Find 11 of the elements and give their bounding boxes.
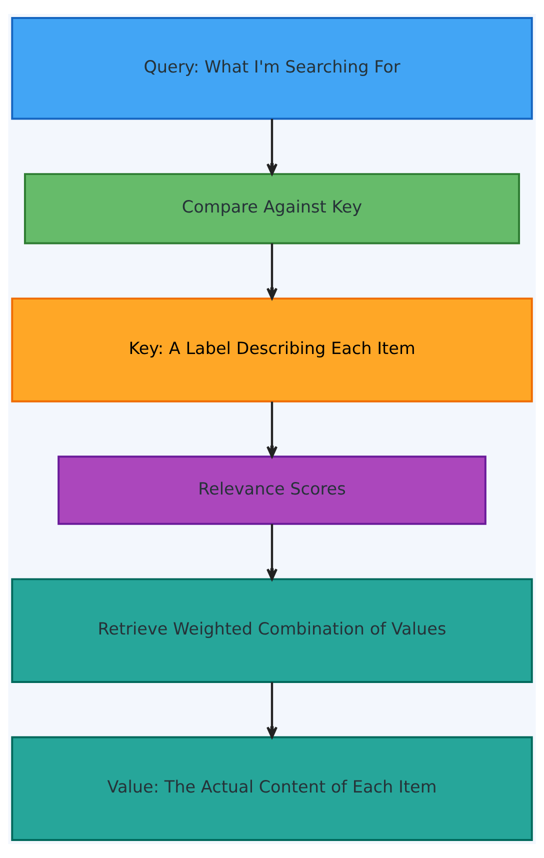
- node-box: Query: What I'm Searching For: [11, 16, 533, 120]
- node-box: Value: The Actual Content of Each Item: [11, 736, 533, 842]
- node-box: Compare Against Key: [24, 173, 520, 244]
- node-box: Relevance Scores: [58, 456, 486, 525]
- arrow: [266, 243, 278, 300]
- arrow: [266, 402, 278, 458]
- arrow: [266, 118, 278, 176]
- arrow: [266, 682, 278, 738]
- node-box: Key: A Label Describing Each Item: [11, 298, 533, 402]
- node-box: Retrieve Weighted Combination of Values: [11, 578, 533, 683]
- arrow: [266, 524, 278, 580]
